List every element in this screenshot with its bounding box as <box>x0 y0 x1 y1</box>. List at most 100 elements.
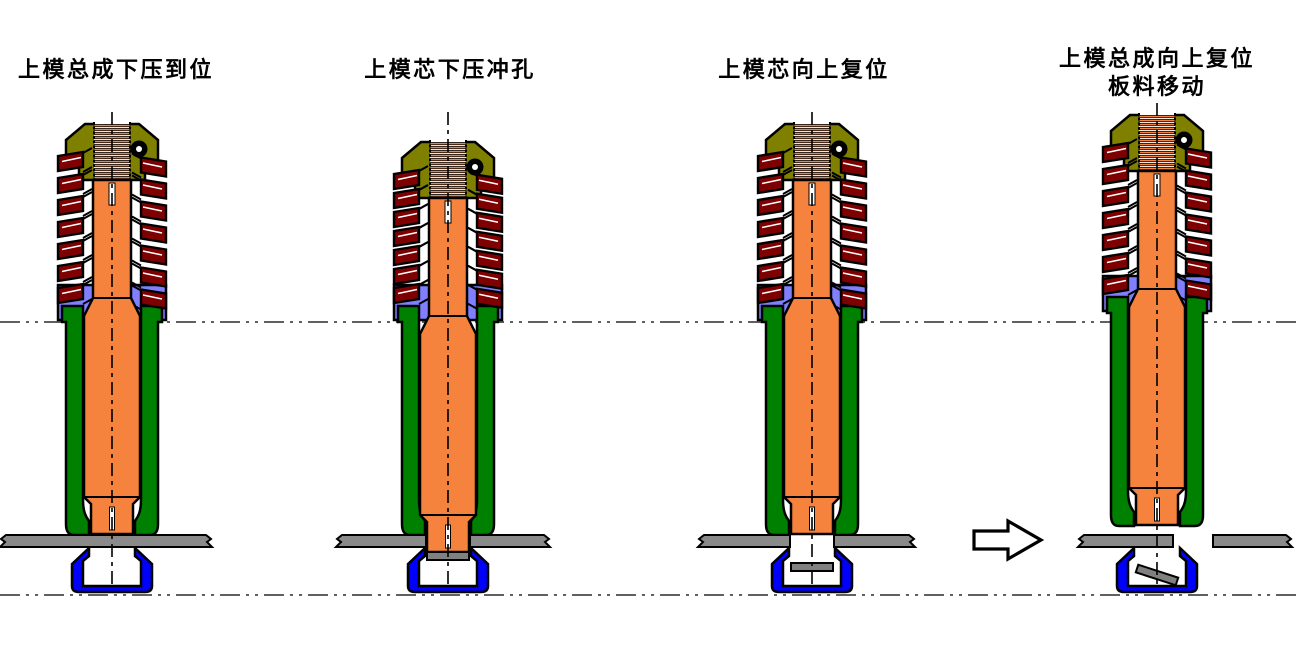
spring-highlight <box>142 228 163 234</box>
spring-helix-line <box>82 257 93 264</box>
spring-highlight <box>397 193 418 200</box>
spring-highlight <box>478 179 499 185</box>
spring-coil-section <box>839 288 868 310</box>
spring-helix-line <box>131 259 142 267</box>
spring-coil-section <box>139 178 168 200</box>
head-pin-hole-center <box>1181 137 1187 143</box>
spring-highlight <box>478 274 499 280</box>
stage-diagram-3 <box>695 112 918 594</box>
spring-highlight <box>397 212 418 219</box>
stage-4-label-line1: 上模总成向上复位 <box>1058 46 1256 71</box>
spring-coil-section <box>392 244 421 267</box>
spring-highlight <box>1187 263 1208 269</box>
spring-coil-section <box>56 172 85 195</box>
spring-helix-line <box>418 222 429 229</box>
spring-coil-section <box>1101 163 1130 186</box>
head-pin-hole-center <box>836 146 842 152</box>
stage-diagram-1 <box>0 112 215 594</box>
spring-coil-section <box>1184 169 1213 191</box>
spring-helix-line <box>1127 248 1138 255</box>
spring-coil-section <box>475 192 504 215</box>
spring-coil-section <box>139 266 168 288</box>
spring-highlight <box>397 231 418 238</box>
spring-highlight <box>842 294 863 300</box>
spring-coil-section <box>392 263 421 286</box>
spring-helix-line <box>1176 187 1187 195</box>
spring-helix-line <box>782 276 793 283</box>
spring-coil-section <box>392 206 421 229</box>
spring-highlight <box>61 288 82 295</box>
spring-highlight <box>1187 219 1208 225</box>
spring-coil-section <box>839 178 868 200</box>
spring-coil-section <box>1101 141 1130 164</box>
spring-helix-line <box>831 284 842 292</box>
sheet-metal-strip <box>833 534 918 548</box>
spring-helix-line <box>1176 228 1187 236</box>
spring-coil-section <box>1184 279 1213 301</box>
spring-highlight <box>1106 257 1127 264</box>
spring-coil-section <box>839 266 868 288</box>
spring-helix-line <box>82 210 93 217</box>
spring-helix-line <box>1176 165 1187 173</box>
spring-highlight <box>61 244 82 251</box>
spring-highlight <box>478 198 499 204</box>
spring-helix-line <box>831 281 842 289</box>
spring-helix-line <box>82 254 93 261</box>
spring-coil-section <box>56 282 85 305</box>
spring-helix-line <box>82 213 93 220</box>
sheet-metal-strip <box>0 534 215 548</box>
spring-highlight <box>397 174 418 181</box>
spring-coil-section <box>1101 273 1130 296</box>
spring-coil-section <box>756 216 785 239</box>
spring-helix-line <box>131 240 142 248</box>
spring-highlight <box>397 288 418 295</box>
spring-helix-line <box>1127 223 1138 230</box>
spring-helix-line <box>467 245 478 253</box>
spring-coil-section <box>139 200 168 222</box>
stage-2-label: 上模芯下压冲孔 <box>364 57 536 82</box>
spring-helix-line <box>1127 157 1138 164</box>
sheet-metal-strip <box>469 534 553 548</box>
spring-helix-line <box>1127 201 1138 208</box>
spring-helix-line <box>131 174 142 182</box>
spring-highlight <box>142 272 163 278</box>
spring-highlight <box>1187 153 1208 159</box>
spring-helix-line <box>1176 143 1187 151</box>
spring-helix-line <box>467 302 478 310</box>
spring-highlight <box>761 244 782 251</box>
spring-helix-line <box>131 193 142 201</box>
spring-helix-line <box>1127 204 1138 211</box>
spring-coil-section <box>839 156 868 178</box>
spring-highlight <box>842 228 863 234</box>
spring-highlight <box>761 178 782 185</box>
spring-highlight <box>478 217 499 223</box>
spring-helix-line <box>1176 231 1187 239</box>
spring-highlight <box>142 184 163 190</box>
spring-helix-line <box>831 152 842 160</box>
spring-highlight <box>842 184 863 190</box>
spring-highlight <box>761 222 782 229</box>
spring-coil-section <box>56 150 85 173</box>
spring-highlight <box>842 206 863 212</box>
spring-helix-line <box>1176 272 1187 280</box>
spring-highlight <box>842 250 863 256</box>
spring-highlight <box>761 266 782 273</box>
spring-helix-line <box>782 147 793 154</box>
spring-helix-line <box>131 171 142 179</box>
spring-coil-section <box>756 260 785 283</box>
spring-helix-line <box>1176 275 1187 283</box>
spring-coil-section <box>392 282 421 305</box>
spring-helix-line <box>831 174 842 182</box>
spring-coil-section <box>475 268 504 291</box>
sheet-metal-strip <box>333 534 427 548</box>
lower-die <box>70 545 154 594</box>
spring-helix-line <box>831 262 842 270</box>
spring-highlight <box>761 200 782 207</box>
spring-coil-section <box>756 172 785 195</box>
spring-helix-line <box>131 281 142 289</box>
spring-highlight <box>61 178 82 185</box>
spring-coil-section <box>1101 251 1130 274</box>
sheet-metal-strip <box>695 534 791 548</box>
